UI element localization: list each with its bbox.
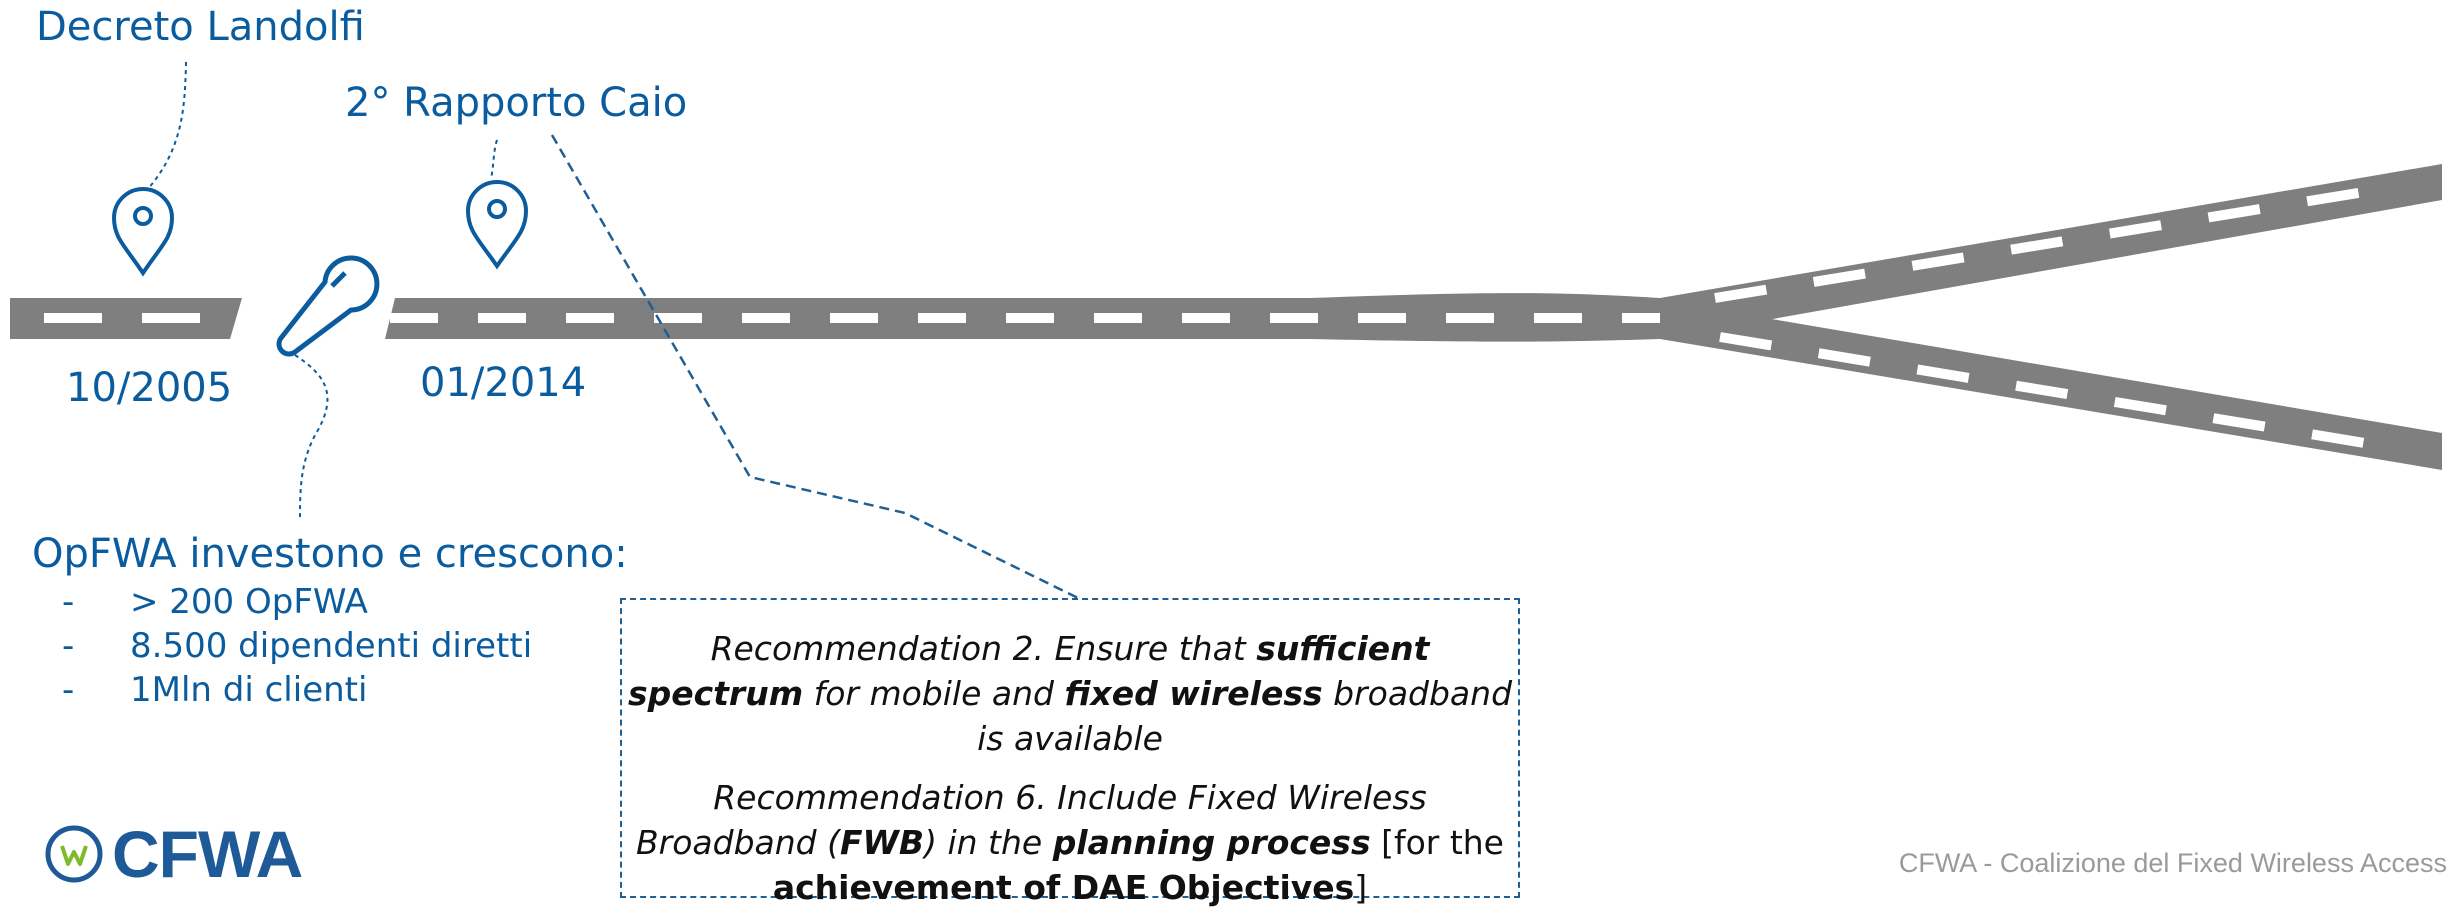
list-item: -8.500 dipendenti diretti [62, 626, 533, 666]
map-pin-icon [111, 187, 175, 277]
map-pin-icon [465, 180, 529, 270]
footer-text: CFWA - Coalizione del Fixed Wireless Acc… [1898, 848, 2447, 878]
logo-text: CFWA [112, 817, 303, 891]
road-segment-left [10, 298, 242, 339]
connector-opfwa [294, 354, 329, 521]
list-item: -> 200 OpFWA [62, 582, 368, 622]
milestone-date-decreto: 10/2005 [66, 365, 233, 411]
road-branch-lower [1660, 300, 2442, 470]
connector-caio [490, 139, 498, 179]
road-markings-lower [1719, 332, 2396, 453]
recommendations-box: Recommendation 2. Ensure that sufficient… [620, 598, 1520, 907]
connector-recommendations [550, 134, 1079, 600]
road-markings-upper [1714, 182, 2396, 303]
milestone-title-decreto: Decreto Landolfi [36, 4, 365, 50]
opfwa-list: -> 200 OpFWA -8.500 dipendenti diretti -… [62, 580, 532, 712]
milestone-title-caio: 2° Rapporto Caio [345, 80, 688, 126]
list-item: -1Mln di clienti [62, 670, 368, 710]
wireless-logo-icon [45, 825, 103, 883]
cfwa-logo: CFWA [42, 817, 303, 891]
roadmap-diagram [10, 61, 2442, 600]
opfwa-heading: OpFWA investono e crescono: [32, 531, 628, 577]
milestone-date-caio: 01/2014 [420, 360, 587, 406]
road-branch-upper [1660, 164, 2442, 339]
wrench-icon [276, 255, 380, 357]
recommendation-2: Recommendation 2. Ensure that sufficient… [627, 629, 1513, 758]
recommendation-6: Recommendation 6. Include Fixed Wireless… [636, 778, 1504, 907]
connector-decreto [146, 61, 187, 191]
